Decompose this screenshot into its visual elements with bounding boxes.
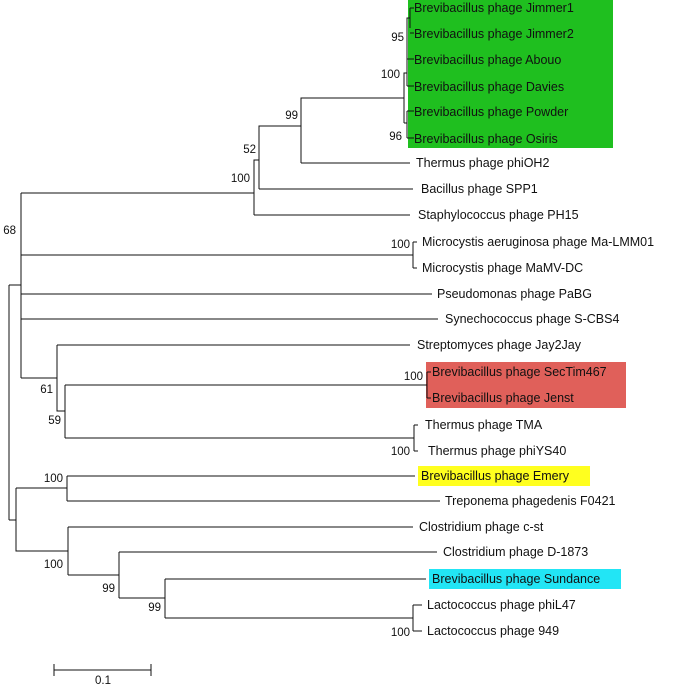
leaf-label: Microcystis phage MaMV-DC — [422, 261, 583, 275]
branch — [253, 159, 259, 215]
leaf-label: Brevibacillus phage SecTim467 — [432, 365, 607, 379]
bootstrap-value: 96 — [389, 131, 402, 143]
bootstrap-value: 100 — [391, 627, 410, 639]
leaf-label: Thermus phage phiYS40 — [428, 444, 566, 458]
scale-bar — [53, 664, 152, 676]
bootstrap-value: 68 — [3, 225, 16, 237]
bootstrap-value: 95 — [391, 32, 404, 44]
leaf-label: Brevibacillus phage Davies — [414, 80, 564, 94]
bootstrap-value: 100 — [231, 173, 250, 185]
bootstrap-value: 52 — [243, 144, 256, 156]
leaf-label: Lactococcus phage 949 — [427, 624, 559, 638]
branch — [15, 488, 68, 552]
leaf-label: Streptomyces phage Jay2Jay — [417, 338, 582, 352]
bootstrap-value: 100 — [381, 69, 400, 81]
branch — [403, 72, 407, 123]
bootstrap-value: 99 — [148, 602, 161, 614]
tree-branches — [8, 7, 440, 676]
bootstrap-value: 100 — [404, 371, 423, 383]
leaf-label: Bacillus phage SPP1 — [421, 182, 538, 196]
leaf-label: Pseudomonas phage PaBG — [437, 287, 592, 301]
leaf-label: Brevibacillus phage Emery — [421, 469, 570, 483]
leaf-label: Clostridium phage D-1873 — [443, 545, 588, 559]
bootstrap-value: 99 — [102, 583, 115, 595]
leaf-label: Brevibacillus phage Jimmer2 — [414, 27, 574, 41]
bootstrap-value: 100 — [391, 239, 410, 251]
leaf-label: Brevibacillus phage Powder — [414, 105, 568, 119]
bootstrap-value: 100 — [391, 446, 410, 458]
bootstrap-value: 100 — [44, 473, 63, 485]
leaf-label: Microcystis aeruginosa phage Ma-LMM01 — [422, 235, 654, 249]
leaf-label: Brevibacillus phage Jimmer1 — [414, 1, 574, 15]
scale-bar-label: 0.1 — [95, 675, 111, 687]
branch — [56, 345, 65, 412]
leaf-label: Lactococcus phage phiL47 — [427, 598, 576, 612]
leaf-label: Brevibacillus phage Abouo — [414, 53, 561, 67]
leaf-label: Brevibacillus phage Sundance — [432, 572, 600, 586]
leaf-label: Brevibacillus phage Osiris — [414, 132, 558, 146]
branch — [300, 97, 404, 163]
bootstrap-value: 99 — [285, 110, 298, 122]
leaf-label: Treponema phagedenis F0421 — [445, 494, 616, 508]
highlight-green-clade — [408, 0, 613, 148]
leaf-label: Clostridium phage c-st — [419, 520, 544, 534]
branch — [406, 17, 410, 86]
highlight-red-clade — [426, 362, 626, 408]
branch — [258, 125, 301, 189]
bootstrap-value: 100 — [44, 559, 63, 571]
leaf-labels: Brevibacillus phage Jimmer1 Brevibacillu… — [414, 1, 654, 638]
leaf-label: Synechococcus phage S-CBS4 — [445, 312, 619, 326]
bootstrap-value: 61 — [40, 384, 53, 396]
bootstrap-values: 95 100 96 99 52 100 68 100 100 61 59 100… — [3, 32, 423, 639]
leaf-label: Staphylococcus phage PH15 — [418, 208, 579, 222]
bootstrap-value: 59 — [48, 415, 61, 427]
leaf-label: Thermus phage TMA — [425, 418, 543, 432]
leaf-label: Thermus phage phiOH2 — [416, 156, 549, 170]
highlight-boxes — [408, 0, 626, 589]
highlight-sundance — [429, 569, 621, 589]
leaf-label: Brevibacillus phage Jenst — [432, 391, 574, 405]
highlight-emery — [418, 466, 590, 486]
